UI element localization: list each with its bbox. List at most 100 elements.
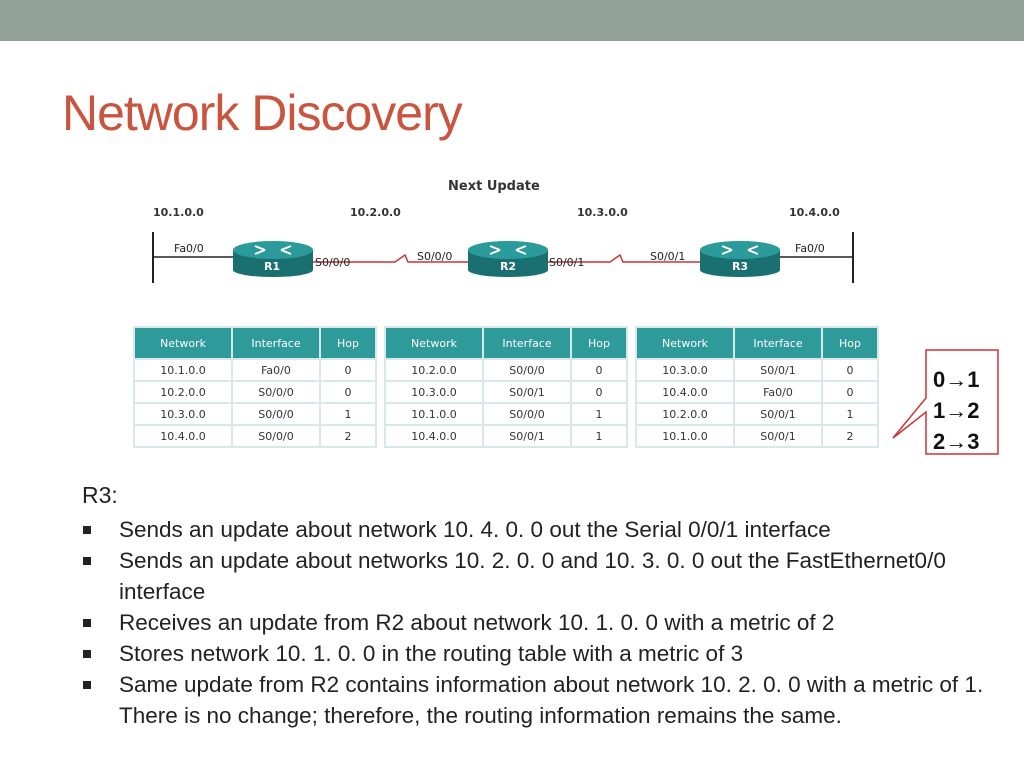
bullet-square-icon <box>83 526 91 534</box>
table-cell: 1 <box>321 404 375 424</box>
column-header: Hop <box>823 328 877 358</box>
table-cell: S0/0/1 <box>735 360 821 380</box>
interface-label-r1-s0: S0/0/0 <box>315 256 351 269</box>
router-label-r2: R2 <box>500 260 516 273</box>
bullet-item: Same update from R2 contains information… <box>82 669 1012 731</box>
table-cell: 10.4.0.0 <box>386 426 482 446</box>
bullet-list: Sends an update about network 10. 4. 0. … <box>82 514 1012 731</box>
column-header: Interface <box>484 328 570 358</box>
diagram-heading: Next Update <box>448 179 540 194</box>
table-cell: 10.2.0.0 <box>135 382 231 402</box>
callout-line: 2→3 <box>933 429 980 454</box>
serial-link-r2-r3 <box>548 253 702 263</box>
bullet-square-icon <box>83 650 91 658</box>
interface-label-r3-fa0: Fa0/0 <box>795 242 825 255</box>
table-cell: 0 <box>321 382 375 402</box>
table-cell: S0/0/1 <box>484 426 570 446</box>
table-cell: 10.4.0.0 <box>135 426 231 446</box>
bullet-item: Sends an update about network 10. 4. 0. … <box>82 514 1012 545</box>
table-cell: 2 <box>321 426 375 446</box>
table-cell: S0/0/1 <box>484 382 570 402</box>
table-cell: 1 <box>572 426 626 446</box>
table-cell: 0 <box>572 360 626 380</box>
bullet-item: Sends an update about networks 10. 2. 0.… <box>82 545 1012 607</box>
column-header: Network <box>135 328 231 358</box>
bullet-text: Stores network 10. 1. 0. 0 in the routin… <box>119 641 744 666</box>
bullet-text: Receives an update from R2 about network… <box>119 610 835 635</box>
table-cell: S0/0/1 <box>735 404 821 424</box>
callout-line: 1→2 <box>933 398 980 423</box>
column-header: Hop <box>572 328 626 358</box>
bullet-text: Same update from R2 contains information… <box>119 672 984 728</box>
bullet-square-icon <box>83 619 91 627</box>
callout-line: 0→1 <box>933 367 980 392</box>
interface-label-r1-fa0: Fa0/0 <box>174 242 204 255</box>
network-label-3: 10.3.0.0 <box>577 206 628 219</box>
table-cell: 0 <box>823 382 877 402</box>
table-cell: 10.3.0.0 <box>637 360 733 380</box>
table-cell: 0 <box>823 360 877 380</box>
interface-label-r2-s1: S0/0/1 <box>549 256 585 269</box>
table-cell: 0 <box>321 360 375 380</box>
table-cell: 10.1.0.0 <box>386 404 482 424</box>
column-header: Hop <box>321 328 375 358</box>
network-label-4: 10.4.0.0 <box>789 206 840 219</box>
table-cell: 10.3.0.0 <box>135 404 231 424</box>
bullet-square-icon <box>83 681 91 689</box>
table-cell: Fa0/0 <box>735 382 821 402</box>
table-cell: 10.1.0.0 <box>637 426 733 446</box>
bullet-item: Stores network 10. 1. 0. 0 in the routin… <box>82 638 1012 669</box>
router-label-r3: R3 <box>732 260 748 273</box>
table-cell: Fa0/0 <box>233 360 319 380</box>
bullet-text: Sends an update about network 10. 4. 0. … <box>119 517 831 542</box>
table-cell: 1 <box>823 404 877 424</box>
top-accent-bar <box>0 0 1024 41</box>
hop-increment-callout: 0→1 1→2 2→3 <box>933 364 993 457</box>
serial-link-r1-r2 <box>312 253 470 263</box>
table-cell: S0/0/0 <box>233 426 319 446</box>
column-header: Network <box>637 328 733 358</box>
network-label-2: 10.2.0.0 <box>350 206 401 219</box>
table-cell: 10.4.0.0 <box>637 382 733 402</box>
bullet-square-icon <box>83 557 91 565</box>
table-cell: 1 <box>572 404 626 424</box>
router-r1-icon <box>233 241 313 277</box>
bullet-item: Receives an update from R2 about network… <box>82 607 1012 638</box>
table-cell: 2 <box>823 426 877 446</box>
interface-label-r3-s1: S0/0/1 <box>650 250 686 263</box>
table-cell: S0/0/0 <box>233 382 319 402</box>
bullet-text: Sends an update about networks 10. 2. 0.… <box>119 548 946 604</box>
router-r2-icon <box>468 241 548 277</box>
table-cell: 10.1.0.0 <box>135 360 231 380</box>
slide-title: Network Discovery <box>62 85 463 141</box>
router-label-r1: R1 <box>264 260 280 273</box>
interface-label-r2-s0: S0/0/0 <box>417 250 453 263</box>
column-header: Network <box>386 328 482 358</box>
table-cell: 10.3.0.0 <box>386 382 482 402</box>
table-cell: 10.2.0.0 <box>386 360 482 380</box>
column-header: Interface <box>233 328 319 358</box>
column-header: Interface <box>735 328 821 358</box>
table-cell: S0/0/1 <box>735 426 821 446</box>
table-cell: S0/0/0 <box>484 360 570 380</box>
table-cell: S0/0/0 <box>484 404 570 424</box>
network-label-1: 10.1.0.0 <box>153 206 204 219</box>
table-cell: 10.2.0.0 <box>637 404 733 424</box>
callout-box <box>892 349 999 455</box>
content-heading: R3: <box>82 482 118 508</box>
